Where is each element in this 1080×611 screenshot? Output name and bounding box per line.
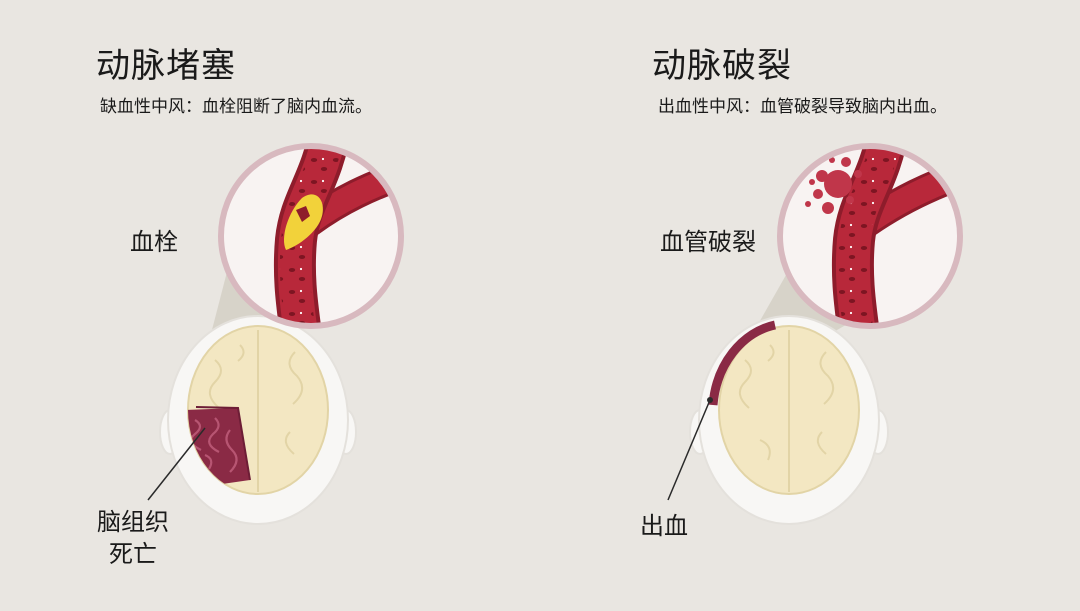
title-right: 动脉破裂 [652, 46, 792, 86]
brain-right [708, 320, 860, 495]
magnifier-left [218, 143, 404, 329]
label-hemorrhage: 出血 [640, 512, 688, 540]
rupture-splatter [805, 157, 862, 214]
clot-shape [283, 194, 323, 250]
pointer-dot-right [707, 397, 713, 403]
label-tissue-death-line1: 脑组织 [97, 508, 169, 536]
callout-thrombus: 血栓 [130, 228, 178, 256]
hemorrhage-band [708, 320, 777, 406]
pointer-line-right [667, 399, 711, 501]
magnifier-right [777, 143, 963, 329]
subtitle-right: 出血性中风：血管破裂导致脑内出血。 [658, 97, 947, 117]
pointer-line-left [147, 427, 206, 501]
label-tissue-death-line2: 死亡 [109, 540, 157, 568]
callout-rupture: 血管破裂 [660, 228, 756, 256]
brain-left [187, 325, 329, 495]
title-left: 动脉堵塞 [96, 46, 236, 86]
subtitle-left: 缺血性中风：血栓阻断了脑内血流。 [100, 97, 372, 117]
label-tissue-death: 脑组织 死亡 [88, 506, 178, 570]
